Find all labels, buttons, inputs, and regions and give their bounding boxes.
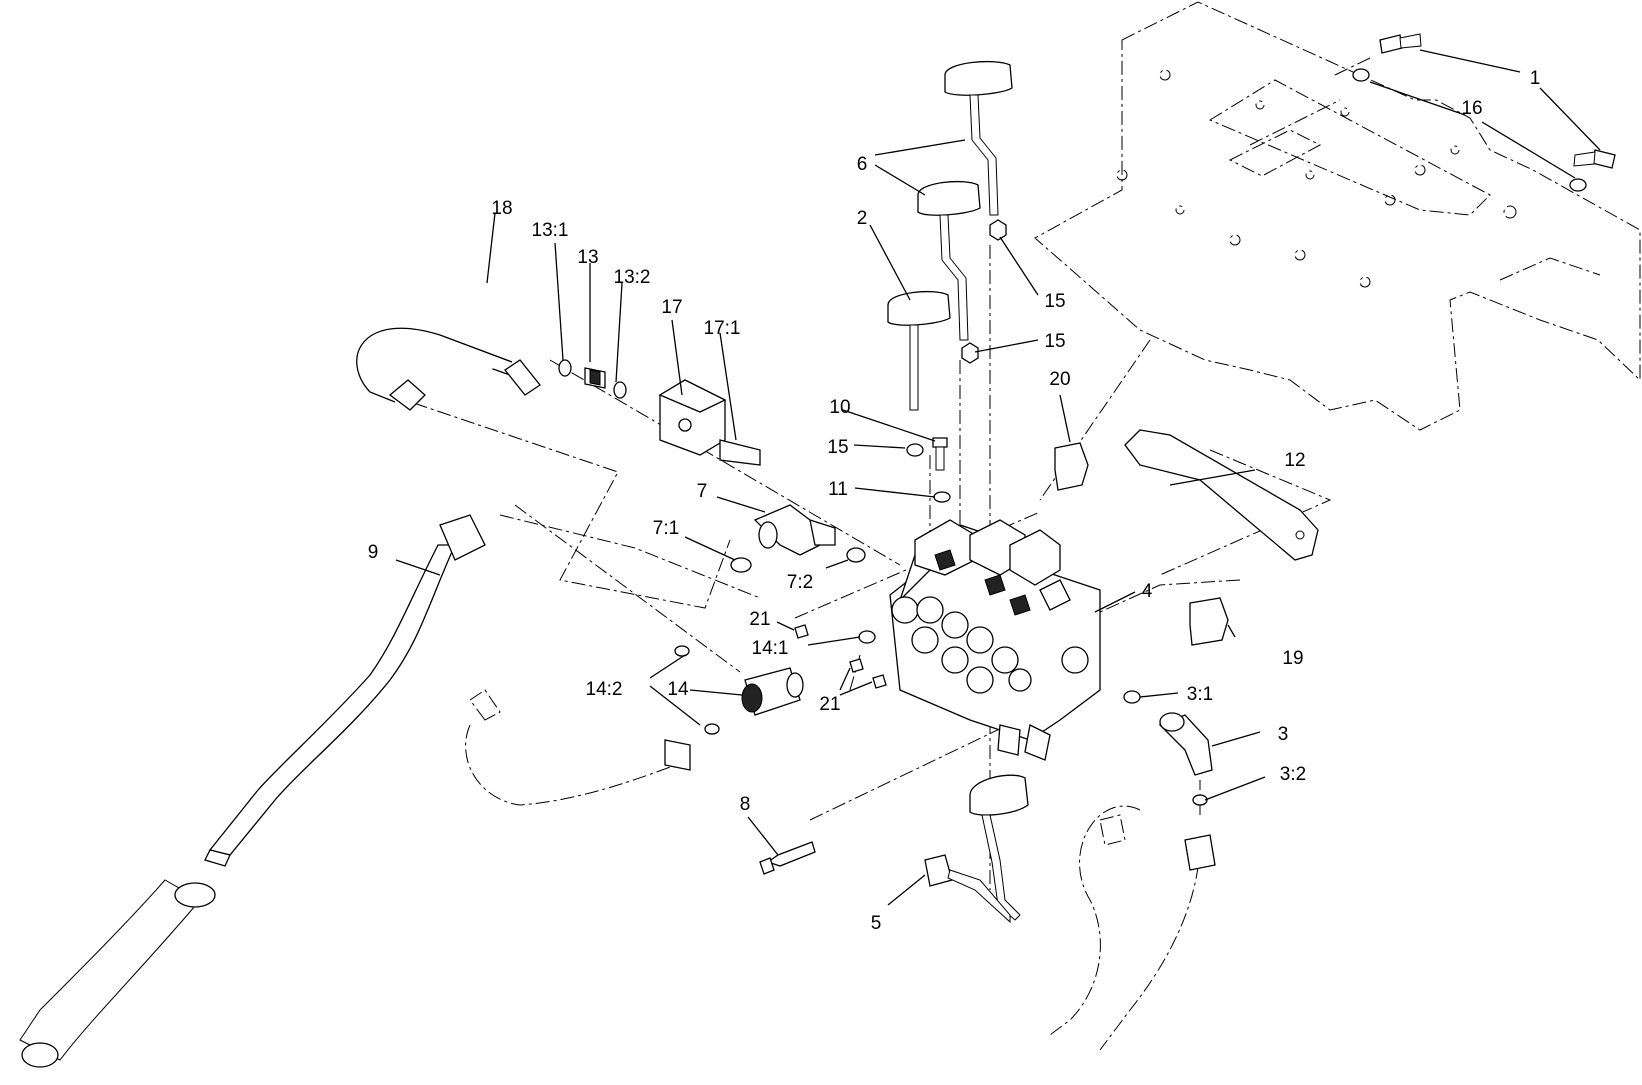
- part-21-plugs: [794, 624, 887, 689]
- part-10-bolt: [932, 437, 948, 471]
- part-16-washers: [1352, 68, 1587, 192]
- callout-17: 17: [661, 297, 682, 318]
- callout-14-2: 14:2: [586, 679, 623, 700]
- callout-15-left: 15: [827, 437, 848, 458]
- part-20-block: [1054, 442, 1089, 491]
- part-19-block: [1189, 597, 1229, 646]
- phantom-hose-left: [465, 689, 691, 806]
- callout-4: 4: [1142, 581, 1153, 602]
- part-13-fitting: [558, 359, 627, 399]
- callout-19: 19: [1282, 648, 1303, 669]
- phantom-hose-right: [1049, 805, 1216, 1051]
- callout-8: 8: [740, 794, 751, 815]
- callout-15-mid: 15: [1044, 331, 1065, 352]
- callout-14: 14: [667, 679, 689, 700]
- callout-5: 5: [871, 913, 882, 934]
- part-9-tube: [19, 514, 486, 1068]
- callout-7: 7: [697, 481, 708, 502]
- callout-2: 2: [857, 208, 868, 229]
- part-18-tube: [356, 327, 541, 411]
- callout-1: 1: [1530, 68, 1541, 89]
- callout-21-bottom: 21: [819, 694, 840, 715]
- callout-7-1: 7:1: [653, 518, 679, 539]
- part-17-block: [658, 379, 761, 466]
- callout-3-2: 3:2: [1280, 764, 1306, 785]
- callout-11: 11: [828, 479, 848, 500]
- callout-18: 18: [491, 198, 512, 219]
- callout-13: 13: [577, 247, 598, 268]
- part-8-bolt: [759, 841, 816, 875]
- part-15-nuts: [906, 219, 1007, 457]
- part-5-handle: [924, 774, 1029, 924]
- leader-lines: [395, 49, 1601, 906]
- callout-20: 20: [1049, 369, 1070, 390]
- part-3-elbow: [1123, 690, 1213, 806]
- part-2-handle: [887, 290, 951, 411]
- callout-17-1: 17:1: [704, 318, 741, 339]
- callout-labels: 1 16 6 2 15 15 15 10 11 20 12 18 13:1 13…: [368, 68, 1541, 934]
- part-11-washer: [933, 491, 951, 503]
- callout-16: 16: [1461, 98, 1482, 119]
- callout-21-top: 21: [749, 609, 770, 630]
- callout-3-1: 3:1: [1187, 684, 1213, 705]
- callout-13-1: 13:1: [532, 220, 569, 241]
- callout-9: 9: [368, 542, 379, 563]
- part-14-tee: [664, 630, 876, 771]
- part-7-elbow: [730, 504, 866, 573]
- callout-6: 6: [857, 154, 868, 175]
- callout-14-1: 14:1: [752, 638, 789, 659]
- callout-15-top: 15: [1044, 291, 1065, 312]
- callout-7-2: 7:2: [787, 572, 813, 593]
- part-1-bolts: [1379, 33, 1616, 169]
- part-6-handles: [917, 60, 1013, 341]
- callout-13-2: 13:2: [614, 267, 651, 288]
- part-12-bracket: [1124, 429, 1319, 561]
- part-4-valve-body: [889, 519, 1101, 761]
- frame-phantom-outline: [1034, 1, 1641, 431]
- callout-10: 10: [829, 397, 850, 418]
- callout-12: 12: [1284, 450, 1305, 471]
- callout-3: 3: [1278, 724, 1289, 745]
